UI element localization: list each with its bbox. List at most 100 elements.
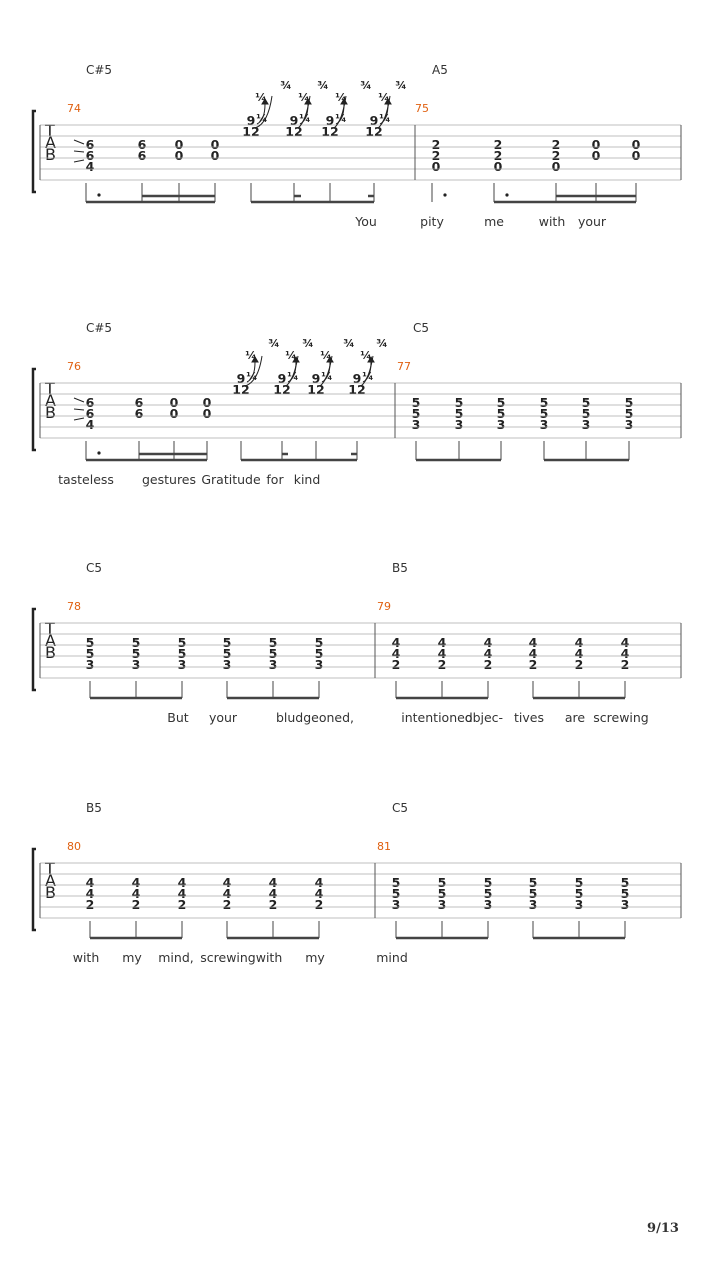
fret-number: 5 xyxy=(313,635,325,650)
fret-number: 0 xyxy=(550,159,562,174)
measure-number: 78 xyxy=(67,600,81,613)
lyric-syllable: with xyxy=(538,214,566,229)
fret-number: 3 xyxy=(267,657,279,672)
fret-number: 4 xyxy=(84,886,96,901)
slide-mark xyxy=(73,417,85,421)
fret-number: 9 xyxy=(351,371,363,386)
fret-number: 3 xyxy=(573,897,585,912)
fret-number: 0 xyxy=(168,406,180,421)
fret-number: 6 xyxy=(133,395,145,410)
fret-number: 4 xyxy=(527,646,539,661)
fret-number: 3 xyxy=(619,897,631,912)
fret-number: 4 xyxy=(221,886,233,901)
slide-mark xyxy=(73,397,85,403)
fret-number: 4 xyxy=(313,875,325,890)
bend-arrow xyxy=(362,361,372,383)
fret-number: 5 xyxy=(221,646,233,661)
fret-number: 5 xyxy=(527,875,539,890)
fret-number: 2 xyxy=(492,148,504,163)
lyric-syllable: You xyxy=(355,214,377,229)
measure-number: 75 xyxy=(415,102,429,115)
bend-amount: ¼ xyxy=(255,91,267,104)
lyric-syllable: mind, xyxy=(158,950,194,965)
bend-arrowhead xyxy=(261,98,269,105)
lyric-syllable: are xyxy=(564,710,586,725)
fret-number: 4 xyxy=(130,875,142,890)
bend-arrow xyxy=(246,361,256,383)
fret-number: 4 xyxy=(527,635,539,650)
fret-number: 3 xyxy=(176,657,188,672)
chord-name: C#5 xyxy=(86,321,113,335)
chord-name: B5 xyxy=(392,561,408,575)
fret-number: 4 xyxy=(619,646,631,661)
tab-clef-letter: A xyxy=(45,871,56,890)
fret-number: 4 xyxy=(619,635,631,650)
fret-number: 0 xyxy=(201,395,213,410)
fret-number: 2 xyxy=(176,897,188,912)
fret-number: 5 xyxy=(267,646,279,661)
fret-number: 12 xyxy=(306,382,326,397)
system-bracket xyxy=(31,607,36,692)
fret-number: 2 xyxy=(390,657,402,672)
fret-number: 5 xyxy=(573,875,585,890)
fret-number: 5 xyxy=(84,635,96,650)
fret-number: 4 xyxy=(130,886,142,901)
fret-number: 3 xyxy=(130,657,142,672)
fret-number: 2 xyxy=(221,897,233,912)
fret-number: 2 xyxy=(527,657,539,672)
fret-number: 4 xyxy=(176,875,188,890)
fret-number: 4 xyxy=(267,886,279,901)
bend-amount: ¾ xyxy=(376,337,388,350)
lyric-syllable: your xyxy=(208,710,238,725)
tab-clef-letter: A xyxy=(45,133,56,152)
lyric-syllable: my xyxy=(305,950,325,965)
bend-arrow xyxy=(360,355,374,387)
system-bracket xyxy=(31,847,36,932)
fret-number: 4 xyxy=(573,646,585,661)
fret-number: 3 xyxy=(495,417,507,432)
fret-number: 5 xyxy=(495,406,507,421)
fret-number: 4 xyxy=(221,875,233,890)
bend-amount: ¾ xyxy=(343,337,355,350)
fret-number: 4 xyxy=(482,646,494,661)
lyric-syllable: screwing xyxy=(593,710,649,725)
fret-number: 0 xyxy=(173,148,185,163)
bend-amount: ¾ xyxy=(360,79,372,92)
fret-number: 5 xyxy=(619,886,631,901)
bend-amount: ¼ xyxy=(335,91,347,104)
fret-number: 6 xyxy=(84,137,96,152)
fret-number: 0 xyxy=(630,148,642,163)
bend-arrow xyxy=(297,95,311,129)
fret-number: 5 xyxy=(580,406,592,421)
fret-number: 9 xyxy=(368,113,380,128)
fret-number: 12 xyxy=(364,124,384,139)
fret-number: 5 xyxy=(527,886,539,901)
dot xyxy=(97,193,101,197)
fret-number: 5 xyxy=(453,406,465,421)
bend-amount: ¼ xyxy=(320,349,332,362)
fret-number: 5 xyxy=(538,406,550,421)
lyric-syllable: bludgeoned, xyxy=(275,710,355,725)
fret-number: 3 xyxy=(538,417,550,432)
bend-arrow xyxy=(321,361,331,383)
fret-number: 6 xyxy=(84,395,96,410)
fret-number: 5 xyxy=(410,395,422,410)
fret-number: 0 xyxy=(630,137,642,152)
fret-number: 6 xyxy=(133,406,145,421)
measure-number: 79 xyxy=(377,600,391,613)
bend-arrowhead xyxy=(304,98,312,105)
tab-clef-letter: B xyxy=(45,643,56,662)
lyric-syllable: your xyxy=(577,214,607,229)
fret-number: 0 xyxy=(590,137,602,152)
fret-number: 2 xyxy=(550,137,562,152)
tab-clef-letter: B xyxy=(45,403,56,422)
fret-number: 4 xyxy=(84,159,96,174)
measure-number: 81 xyxy=(377,840,391,853)
fret-number: 4 xyxy=(390,646,402,661)
bend-arrow xyxy=(335,103,345,125)
fret-number: 3 xyxy=(436,897,448,912)
slide-mark xyxy=(73,159,85,163)
fret-number: 3 xyxy=(84,657,96,672)
bend-amount: ¾ xyxy=(268,337,280,350)
